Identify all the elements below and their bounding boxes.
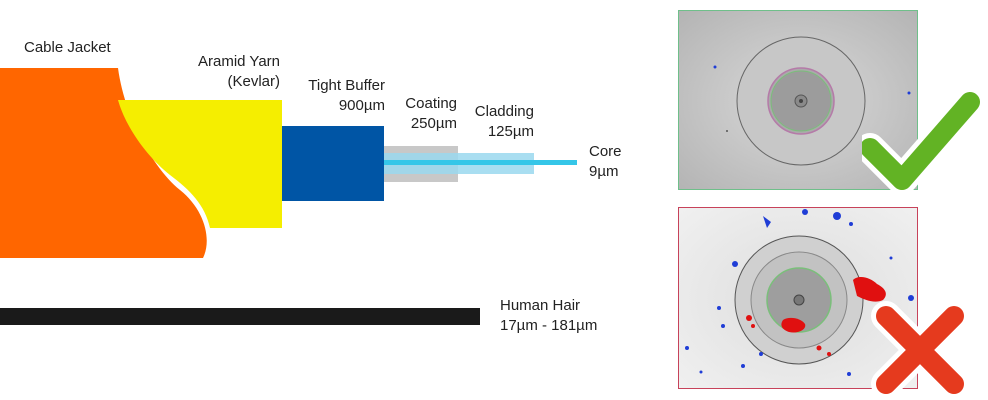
human-hair-range: 17µm - 181µm <box>500 317 598 334</box>
fiber-cable-diagram <box>0 68 577 258</box>
core-size: 9µm <box>589 163 619 180</box>
fail-inspection-image <box>678 207 918 389</box>
x-icon <box>871 301 969 399</box>
coating-size: 250µm <box>410 115 457 132</box>
coating-title: Coating <box>405 95 457 112</box>
cable-jacket-label: Cable Jacket <box>24 39 111 56</box>
human-hair-title: Human Hair <box>500 297 581 314</box>
tight-buffer-size: 900µm <box>338 97 385 114</box>
tight-buffer-title: Tight Buffer <box>308 77 385 94</box>
human-hair-bar-block <box>0 308 480 325</box>
aramid-yarn-label: Aramid Yarn (Kevlar) <box>180 52 280 92</box>
aramid-yarn-subtitle: (Kevlar) <box>227 73 280 90</box>
tight-buffer-shape <box>282 126 384 201</box>
human-hair-label: Human Hair 17µm - 181µm <box>500 296 597 336</box>
core-label: Core 9µm <box>589 142 622 182</box>
cladding-label: Cladding 125µm <box>466 102 534 142</box>
cladding-size: 125µm <box>487 123 534 140</box>
cable-jacket-shape <box>0 68 207 258</box>
checkmark-icon <box>862 88 982 195</box>
contaminated-fiber-endface <box>679 208 917 388</box>
aramid-yarn-shape <box>118 100 282 228</box>
core-shape <box>384 160 577 165</box>
aramid-yarn-title: Aramid Yarn <box>198 53 280 70</box>
coating-label: Coating 250µm <box>395 94 457 134</box>
cladding-title: Cladding <box>474 103 534 120</box>
tight-buffer-label: Tight Buffer 900µm <box>290 76 385 116</box>
core-title: Core <box>589 143 622 160</box>
